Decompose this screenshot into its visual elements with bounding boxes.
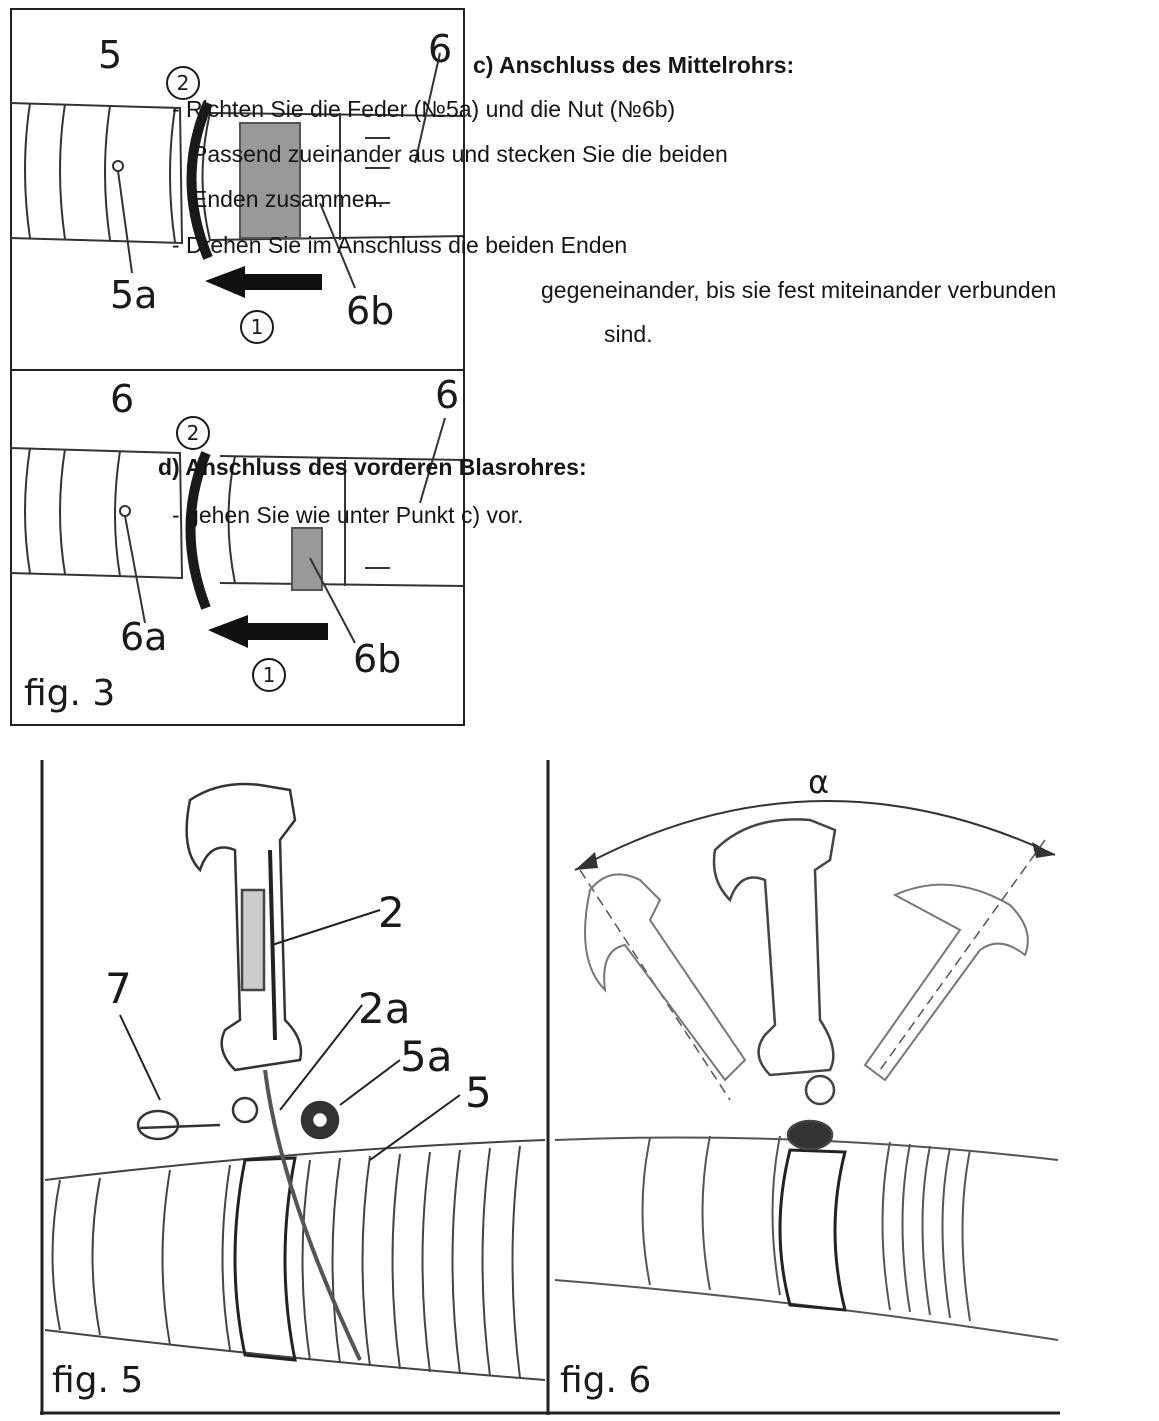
tube-6-right [219,417,465,644]
clamp-band-6 [778,1148,847,1312]
label-5a: 5a [110,273,158,317]
tube-6-left [10,447,184,624]
angle-arc [574,800,1056,871]
step-2-badge: 2 [166,66,200,100]
blower-tube [44,1139,546,1381]
fig3-drawing [10,8,465,726]
section-c-line-5: gegeneinander, bis sie fest miteinander … [541,277,1057,303]
section-d-heading: d) Anschluss des vorderen Blasrohres: [158,454,587,480]
label-6-left: 6 [110,377,135,421]
section-c-line-2: Passend zueinander aus und stecken Sie d… [192,141,728,167]
insert-arrow-icon [205,266,322,298]
label-6-right: 6 [435,373,460,417]
fig5-caption: fig. 5 [52,1360,144,1401]
tube-6 [201,52,465,289]
label-2: 2 [378,888,405,937]
fig3-panel: 5 6 5a 6b 2 1 6 6 6a 6b 2 1 fig. 3 [10,8,465,726]
pin-ring [136,1109,180,1141]
label-5: 5 [465,1068,492,1117]
insert-arrow-icon-bottom [208,615,328,648]
label-6: 6 [428,27,453,71]
clamp-ring [186,100,213,260]
fig5-drawing [40,760,550,1415]
fig5-panel: 2 2a 5a 5 7 fig. 5 [40,760,550,1415]
handle-center [712,818,837,1151]
label-alpha: α [808,763,830,801]
fig6-caption: fig. 6 [560,1360,652,1401]
fig6-panel: α fig. 6 [550,760,1060,1415]
label-5a: 5a [400,1032,453,1081]
handle-right [863,883,1029,1082]
clamp-band [233,1156,297,1362]
handle-left [584,873,747,1082]
step-1-badge-bottom: 1 [252,658,286,692]
section-c-line-6: sind. [604,321,653,347]
fig3-caption: fig. 3 [24,673,116,714]
fig6-drawing [550,800,1060,1415]
clamp-ring-bottom [185,451,211,610]
section-c-heading: c) Anschluss des Mittelrohrs: [473,52,795,78]
tube-5 [10,102,184,274]
label-6b-bottom: 6b [353,637,402,681]
label-2a: 2a [358,984,411,1033]
section-d-line-1: - gehen Sie wie unter Punkt c) vor. [172,502,524,528]
label-6b: 6b [346,289,395,333]
label-7: 7 [105,964,132,1013]
section-c-line-4: - Drehen Sie im Anschluss die beiden End… [172,232,628,258]
step-2-badge-bottom: 2 [176,416,210,450]
label-5: 5 [98,33,123,77]
section-c-line-1: - Richten Sie die Feder (№5a) und die Nu… [172,96,676,122]
label-6a: 6a [120,615,168,659]
handle [185,782,362,1361]
step-1-badge: 1 [240,310,274,344]
section-c-line-3: Enden zusammen. [192,186,384,212]
blower-tube-6 [554,1135,1059,1341]
